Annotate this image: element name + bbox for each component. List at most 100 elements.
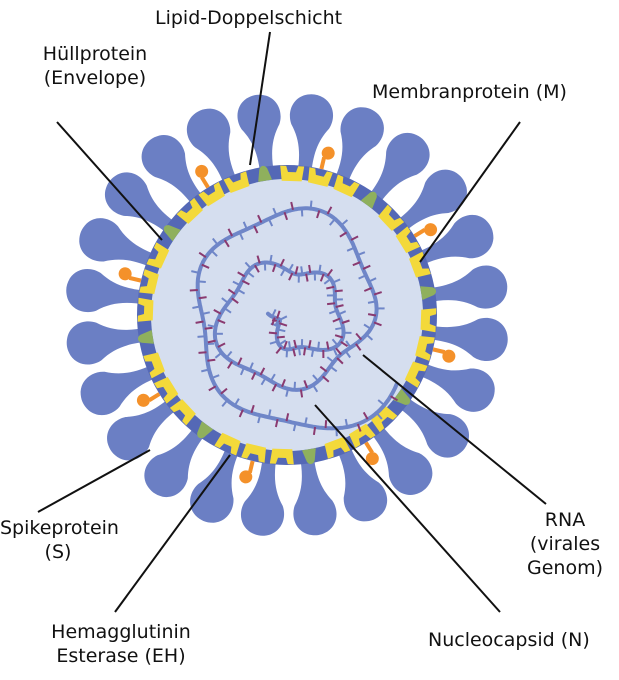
spike-body xyxy=(141,135,207,209)
m-protein xyxy=(136,377,179,407)
he-head xyxy=(442,349,456,363)
nucleocapsid-tick xyxy=(198,251,207,259)
nucleocapsid-tick xyxy=(250,404,255,414)
nucleocapsid-tick xyxy=(365,333,374,341)
nucleocapsid-tick xyxy=(355,332,363,341)
m-protein-body xyxy=(153,377,179,404)
envelope-protein xyxy=(137,329,154,344)
nucleocapsid-tick xyxy=(329,365,338,373)
he-protein xyxy=(118,267,142,283)
nucleocapsid-tick xyxy=(279,315,288,321)
spike-protein xyxy=(289,94,334,177)
nucleocapsid-tick xyxy=(331,338,339,347)
leader-rna xyxy=(362,354,547,505)
m-protein-body xyxy=(307,167,333,187)
nucleocapsid-tick xyxy=(274,318,280,327)
spike-body xyxy=(66,268,149,313)
m-protein-body xyxy=(378,204,405,231)
nucleocapsid-tick xyxy=(227,361,233,369)
spike-body xyxy=(335,441,388,522)
nucleocapsid-tick xyxy=(332,278,341,284)
nucleocapsid-tick xyxy=(358,274,367,280)
nucleocapsid-tick xyxy=(201,368,210,373)
he-stalk xyxy=(200,176,210,189)
nucleocapsid-tick xyxy=(198,296,207,300)
nucleocapsid-tick xyxy=(257,214,263,223)
spike-body xyxy=(289,94,334,177)
m-protein-body xyxy=(395,226,421,253)
nucleocapsid-tick xyxy=(279,258,285,267)
nucleocapsid-tick xyxy=(197,280,206,283)
spike-protein xyxy=(365,132,430,208)
nucleocapsid-tick xyxy=(350,235,359,241)
nucleocapsid-tick xyxy=(285,349,289,358)
nucleocapsid-tick xyxy=(233,398,240,407)
nucleocapsid-tick xyxy=(212,237,219,246)
nucleocapsid-tick xyxy=(308,264,312,274)
nucleocapsid-tick xyxy=(346,246,355,252)
nucleocapsid-tick xyxy=(223,239,230,248)
nucleocapsid-tick xyxy=(269,373,276,382)
nucleocapsid-tick xyxy=(309,200,313,209)
nucleocapsid-tick xyxy=(312,384,319,393)
nucleocapsid-tick xyxy=(279,322,288,327)
m-protein-body xyxy=(137,297,154,322)
nucleocapsid-tick xyxy=(272,207,278,216)
m-protein-body xyxy=(415,335,435,361)
leader-spike-protein xyxy=(37,449,151,513)
spike-body xyxy=(425,317,508,362)
m-protein xyxy=(324,437,351,459)
spike-protein xyxy=(425,317,508,362)
nucleocapsid-tick xyxy=(340,340,349,348)
envelope-protein xyxy=(301,448,316,465)
m-protein xyxy=(280,165,305,182)
he-stalk xyxy=(128,275,142,283)
nucleocapsid-tick xyxy=(275,346,283,355)
m-protein xyxy=(223,171,250,193)
nucleocapsid-tick xyxy=(285,388,290,397)
nucleocapsid-tick xyxy=(237,357,243,366)
nucleocapsid-tick xyxy=(363,286,372,292)
nucleocapsid-tick xyxy=(327,302,336,306)
spike-protein xyxy=(141,135,207,209)
leader-envelope-protein xyxy=(56,121,163,241)
nucleocapsid-tick xyxy=(300,266,304,275)
nucleocapsid-tick xyxy=(221,297,229,304)
nucleocapsid-tick xyxy=(250,371,257,381)
nucleocapsid-tick xyxy=(344,350,352,359)
spike-body xyxy=(293,452,337,536)
nucleocapsid-tick xyxy=(189,289,198,292)
m-protein xyxy=(176,197,203,224)
nucleocapsid-tick xyxy=(276,310,281,319)
label-lipid-bilayer: Lipid-Doppelschicht xyxy=(155,7,343,29)
nucleocapsid-tick xyxy=(191,270,200,274)
nucleocapsid-tick xyxy=(345,340,352,349)
nucleocapsid-tick xyxy=(232,280,241,287)
label-envelope-protein: Hüllprotein (Envelope) xyxy=(42,43,148,89)
spike-body xyxy=(413,214,494,267)
nucleocapsid-tick xyxy=(256,255,261,264)
m-protein-body xyxy=(176,197,203,224)
nucleocapsid-tick xyxy=(268,331,277,335)
nucleocapsid-tick xyxy=(207,339,216,344)
m-protein-body xyxy=(333,174,360,198)
nucleocapsid-tick xyxy=(267,218,274,227)
m-protein-body xyxy=(241,443,267,463)
nucleocapsid-tick xyxy=(299,389,304,398)
nucleocapsid-tick xyxy=(312,426,317,436)
spike-body xyxy=(237,94,281,178)
nucleocapsid-tick xyxy=(368,277,377,283)
m-protein xyxy=(118,267,159,295)
he-stalk xyxy=(364,441,374,454)
nucleocapsid-tick xyxy=(318,264,322,273)
envelope-body xyxy=(301,448,316,465)
he-stalk xyxy=(413,228,426,238)
nucleocapsid-tick xyxy=(336,357,344,365)
nucleocapsid-tick xyxy=(269,340,278,345)
he-head xyxy=(424,223,438,237)
m-protein xyxy=(195,164,225,207)
envelope-body xyxy=(420,286,437,301)
m-protein-body xyxy=(324,437,351,459)
nucleocapsid-tick xyxy=(210,249,218,257)
nucleocapsid-tick xyxy=(238,409,244,418)
